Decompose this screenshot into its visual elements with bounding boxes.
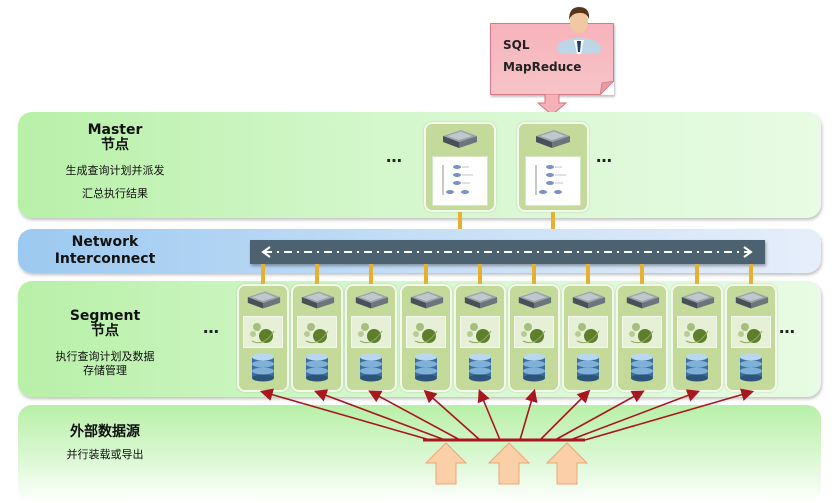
segment-node	[616, 284, 668, 392]
gears-icon	[243, 316, 283, 348]
gears-icon	[351, 316, 391, 348]
segment-ellipsis-right: …	[779, 318, 797, 337]
external-title: 外部数据源	[70, 424, 140, 440]
network-interconnect-bar	[250, 240, 765, 264]
master-description-1: 生成查询计划并派发	[65, 164, 165, 177]
segment-connector	[315, 264, 319, 284]
server-icon	[732, 289, 770, 315]
segment-description-1: 执行查询计划及数据	[55, 350, 155, 363]
segment-node	[562, 284, 614, 392]
database-icon	[738, 352, 764, 386]
input-up-arrow	[487, 442, 531, 485]
master-connector	[458, 212, 462, 240]
database-icon	[684, 352, 710, 386]
server-icon	[623, 289, 661, 315]
database-icon	[467, 352, 493, 386]
load-arrow	[539, 389, 591, 441]
server-icon	[407, 289, 445, 315]
database-icon	[304, 352, 330, 386]
segment-connector	[369, 264, 373, 284]
server-icon	[678, 289, 716, 315]
request-line-sql: SQL	[503, 38, 530, 52]
gears-icon	[514, 316, 554, 348]
master-ellipsis-left: …	[386, 147, 404, 166]
segment-node	[454, 284, 506, 392]
database-icon	[629, 352, 655, 386]
gears-icon	[677, 316, 717, 348]
database-icon	[413, 352, 439, 386]
segment-connector	[640, 264, 644, 284]
external-source-layer	[18, 405, 821, 503]
segment-ellipsis-left: …	[203, 318, 221, 337]
master-title: Master	[87, 122, 143, 138]
load-arrow	[259, 388, 431, 441]
segment-connector	[586, 264, 590, 284]
master-connector	[551, 212, 555, 240]
segment-connector	[261, 264, 265, 284]
master-layer	[18, 112, 821, 218]
master-node	[517, 122, 589, 212]
master-description-2: 汇总执行结果	[82, 187, 148, 200]
segment-connector	[749, 264, 753, 284]
load-arrow	[423, 389, 481, 441]
master-subtitle: 节点	[101, 137, 129, 153]
server-icon	[439, 128, 479, 154]
gears-icon	[622, 316, 662, 348]
master-ellipsis-right: …	[596, 147, 614, 166]
database-icon	[358, 352, 384, 386]
segment-node	[400, 284, 452, 392]
segment-title: Segment	[69, 308, 141, 324]
request-line-mapreduce: MapReduce	[503, 60, 582, 74]
client-request-box: SQL MapReduce	[490, 23, 614, 95]
request-down-arrow	[537, 94, 567, 116]
master-node	[424, 122, 496, 212]
page-fold-icon	[600, 81, 614, 95]
segment-connector	[478, 264, 482, 284]
load-arrow	[584, 388, 755, 441]
server-icon	[244, 289, 282, 315]
input-up-arrow	[424, 442, 468, 485]
gears-icon	[460, 316, 500, 348]
gears-icon	[406, 316, 446, 348]
load-arrow	[314, 389, 446, 441]
segment-node	[345, 284, 397, 392]
segment-node	[291, 284, 343, 392]
server-icon	[515, 289, 553, 315]
network-title-line1: Network	[71, 234, 139, 250]
server-icon	[298, 289, 336, 315]
query-plan-icon	[432, 156, 488, 206]
load-arrow	[477, 389, 501, 441]
server-icon	[352, 289, 390, 315]
segment-description-2: 存储管理	[83, 364, 127, 377]
load-arrow	[519, 388, 538, 441]
bidirectional-arrow-icon	[261, 246, 753, 258]
input-up-arrow	[545, 442, 589, 485]
gears-icon	[731, 316, 771, 348]
segment-connector	[424, 264, 428, 284]
load-arrow	[554, 390, 645, 441]
segment-node	[237, 284, 289, 392]
segment-connector	[695, 264, 699, 284]
segment-node	[725, 284, 777, 392]
query-plan-icon	[525, 156, 581, 206]
network-title-line2: Interconnect	[54, 251, 156, 267]
external-description: 并行装载或导出	[66, 448, 144, 461]
server-icon	[569, 289, 607, 315]
database-icon	[575, 352, 601, 386]
gears-icon	[568, 316, 608, 348]
load-arrow	[569, 389, 700, 441]
load-arrow	[368, 390, 461, 441]
server-icon	[532, 128, 572, 154]
database-icon	[521, 352, 547, 386]
segment-subtitle: 节点	[91, 323, 119, 339]
server-icon	[461, 289, 499, 315]
user-icon	[557, 7, 601, 54]
segment-connector	[532, 264, 536, 284]
segment-node	[508, 284, 560, 392]
database-icon	[250, 352, 276, 386]
gears-icon	[297, 316, 337, 348]
